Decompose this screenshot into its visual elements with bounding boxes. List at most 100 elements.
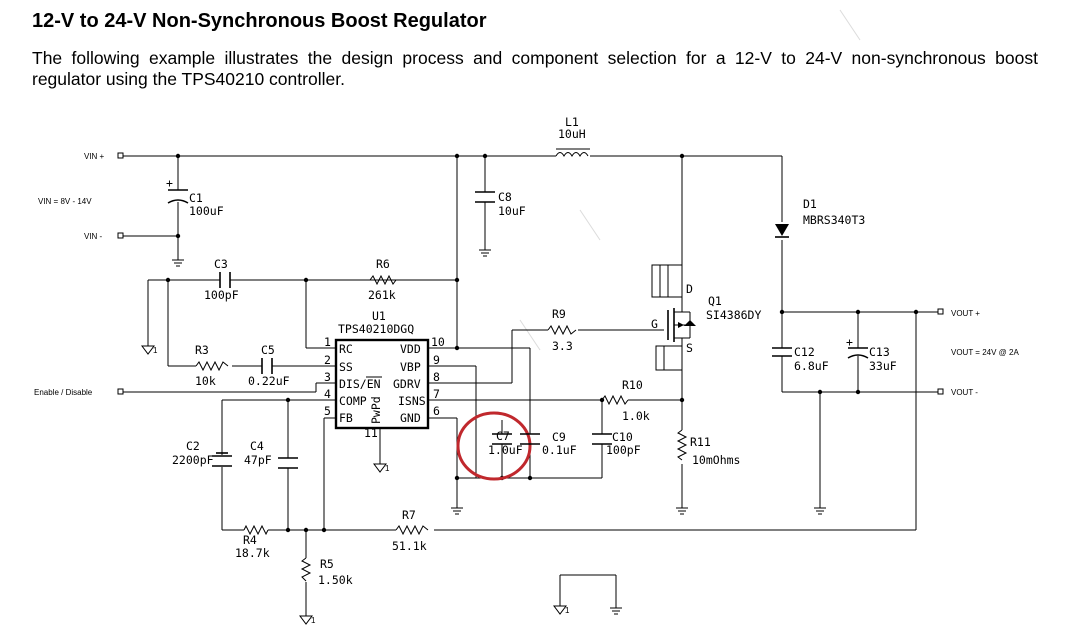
- resistor-r4: R4 18.7k: [235, 524, 270, 560]
- svg-text:VIN -: VIN -: [84, 232, 103, 241]
- svg-text:100uF: 100uF: [189, 204, 224, 218]
- svg-text:C13: C13: [869, 345, 890, 359]
- resistor-r5: R5 1.50k: [300, 557, 353, 587]
- svg-text:2200pF: 2200pF: [172, 453, 214, 467]
- svg-text:R11: R11: [690, 435, 711, 449]
- capacitor-c8: C8 10uF: [475, 190, 526, 218]
- svg-text:L1: L1: [565, 115, 579, 129]
- svg-text:FB: FB: [339, 411, 353, 425]
- svg-text:GDRV: GDRV: [393, 377, 421, 391]
- svg-text:1.0uF: 1.0uF: [488, 443, 523, 457]
- svg-text:SI4386DY: SI4386DY: [706, 308, 761, 322]
- svg-text:10: 10: [431, 335, 445, 349]
- svg-text:C1: C1: [189, 191, 203, 205]
- svg-text:1: 1: [565, 606, 570, 615]
- svg-text:VOUT +: VOUT +: [951, 309, 980, 318]
- page-title: 12-V to 24-V Non-Synchronous Boost Regul…: [32, 10, 487, 32]
- port-enable: Enable / Disable: [34, 388, 124, 397]
- svg-text:PwPd: PwPd: [369, 396, 383, 424]
- svg-text:C4: C4: [250, 439, 264, 453]
- svg-text:R10: R10: [622, 378, 643, 392]
- capacitor-c2: C2 2200pF: [172, 439, 232, 467]
- svg-text:2: 2: [324, 353, 331, 367]
- svg-text:10uH: 10uH: [558, 127, 586, 141]
- svg-text:5: 5: [324, 404, 331, 418]
- port-vin-minus: VIN -: [84, 232, 124, 241]
- svg-text:C12: C12: [794, 345, 815, 359]
- svg-text:100pF: 100pF: [606, 443, 641, 457]
- svg-text:10k: 10k: [195, 374, 216, 388]
- capacitor-c13: + C13 33uF: [846, 335, 897, 373]
- svg-text:R4: R4: [243, 533, 257, 547]
- svg-text:8: 8: [433, 370, 440, 384]
- svg-text:C10: C10: [612, 430, 633, 444]
- svg-text:3: 3: [324, 370, 331, 384]
- vin-range-label: VIN = 8V - 14V: [38, 197, 92, 206]
- capacitor-c5: C5 0.22uF: [248, 343, 290, 388]
- svg-text:1: 1: [311, 616, 316, 625]
- svg-text:C7: C7: [496, 429, 510, 443]
- svg-text:C8: C8: [498, 190, 512, 204]
- intro-paragraph: The following example illustrates the de…: [32, 48, 1038, 89]
- svg-text:R9: R9: [552, 307, 566, 321]
- svg-text:U1: U1: [372, 309, 386, 323]
- capacitor-c4: C4 47pF: [244, 439, 298, 469]
- svg-text:R3: R3: [195, 343, 209, 357]
- mosfet-q1: D G S Q1 SI4386DY: [651, 264, 761, 371]
- watermark: [519, 9, 861, 351]
- svg-text:+: +: [846, 335, 853, 349]
- svg-text:Enable / Disable: Enable / Disable: [34, 388, 93, 397]
- svg-text:0.22uF: 0.22uF: [248, 374, 290, 388]
- svg-text:SS: SS: [339, 360, 353, 374]
- svg-text:11: 11: [364, 426, 378, 440]
- svg-text:G: G: [651, 317, 658, 331]
- svg-text:VOUT -: VOUT -: [951, 388, 978, 397]
- port-vout-plus: VOUT +: [937, 308, 980, 318]
- svg-text:7: 7: [433, 387, 440, 401]
- svg-text:COMP: COMP: [339, 394, 367, 408]
- svg-text:1: 1: [153, 346, 158, 355]
- svg-text:9: 9: [433, 353, 440, 367]
- svg-text:VIN +: VIN +: [84, 152, 105, 161]
- svg-text:18.7k: 18.7k: [235, 546, 270, 560]
- capacitor-c7: C7 1.0uF: [488, 429, 523, 457]
- diode-d1: D1 MBRS340T3: [775, 197, 865, 238]
- capacitor-c1: + C1 100uF: [166, 176, 224, 218]
- resistor-r11: R11 10mOhms: [676, 429, 740, 467]
- svg-text:R7: R7: [402, 508, 416, 522]
- capacitor-c9: C9 0.1uF: [520, 430, 577, 457]
- svg-text:261k: 261k: [368, 288, 396, 302]
- svg-text:MBRS340T3: MBRS340T3: [803, 213, 865, 227]
- analog-grounds: 1 1 1 1: [141, 339, 623, 625]
- capacitor-c10: C10 100pF: [592, 430, 641, 457]
- resistor-r9: R9 3.3: [547, 307, 577, 353]
- svg-text:Q1: Q1: [708, 294, 722, 308]
- capacitor-c3: C3 100pF: [204, 257, 239, 302]
- capacitor-c12: C12 6.8uF: [772, 345, 829, 373]
- svg-text:0.1uF: 0.1uF: [542, 443, 577, 457]
- svg-text:100pF: 100pF: [204, 288, 239, 302]
- port-vout-minus: VOUT -: [937, 388, 978, 397]
- svg-text:47pF: 47pF: [244, 453, 272, 467]
- svg-text:C5: C5: [261, 343, 275, 357]
- svg-text:S: S: [686, 341, 693, 355]
- svg-text:3.3: 3.3: [552, 339, 573, 353]
- resistor-r10: R10 1.0k: [601, 378, 650, 423]
- svg-text:1: 1: [385, 464, 390, 473]
- svg-text:10mOhms: 10mOhms: [692, 453, 740, 467]
- resistor-r3: R3 10k: [195, 343, 229, 388]
- svg-text:1.50k: 1.50k: [318, 573, 353, 587]
- svg-text:1.0k: 1.0k: [622, 409, 650, 423]
- svg-text:1: 1: [324, 335, 331, 349]
- svg-text:D: D: [686, 282, 693, 296]
- svg-text:ISNS: ISNS: [398, 394, 426, 408]
- port-vin-plus: VIN +: [84, 152, 124, 161]
- svg-text:R5: R5: [320, 557, 334, 571]
- svg-text:VDD: VDD: [400, 342, 421, 356]
- svg-text:D1: D1: [803, 197, 817, 211]
- svg-text:51.1k: 51.1k: [392, 539, 427, 553]
- svg-text:6: 6: [433, 404, 440, 418]
- svg-text:DIS/EN: DIS/EN: [339, 377, 381, 391]
- svg-text:GND: GND: [400, 411, 421, 425]
